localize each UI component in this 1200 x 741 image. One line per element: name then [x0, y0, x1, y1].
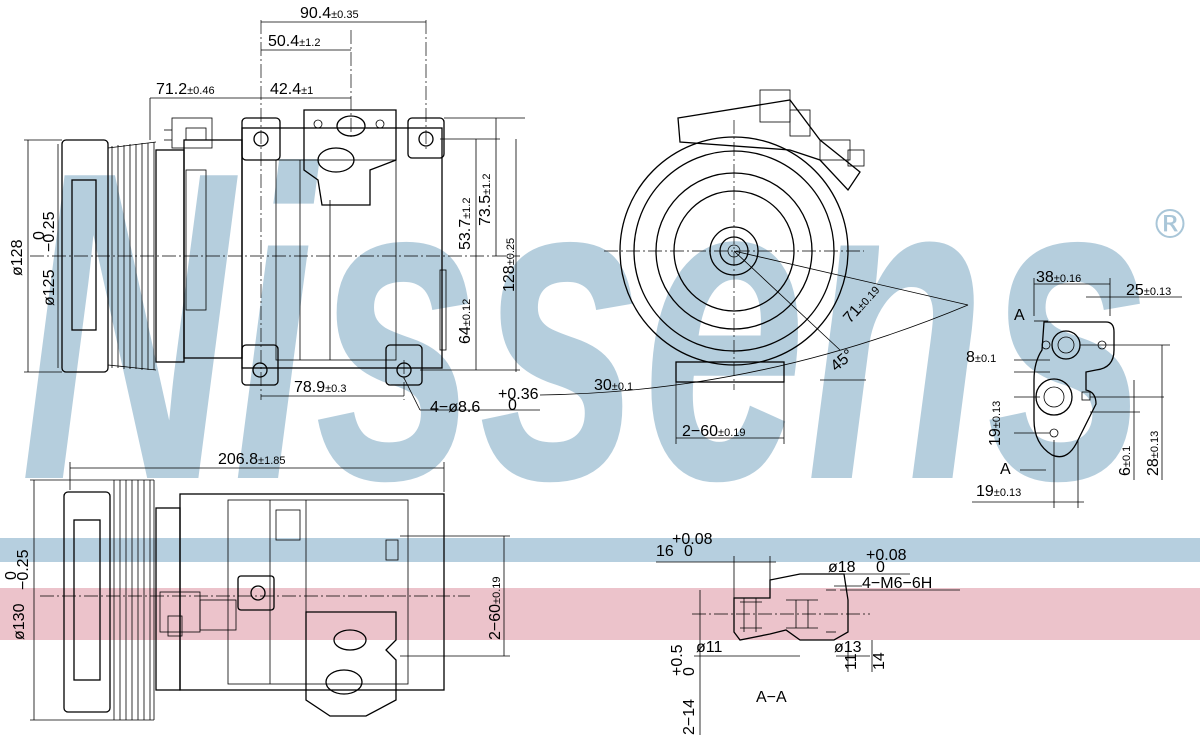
dim-hole-8-6: 4−ø8.6: [430, 399, 480, 416]
dim-dia-18: ø18: [828, 559, 856, 576]
top-view: 206.8±1.85 ø130 0 −0.25 2−60±0.19: [3, 451, 510, 721]
dim-16: 16: [656, 543, 674, 560]
dim-128: 128±0.25: [501, 238, 518, 292]
dim-hole-tol-upper: +0.36: [498, 386, 539, 403]
dim-73-5: 73.5±1.2: [477, 174, 494, 226]
dim-2-60-front: 2−60±0.19: [682, 423, 746, 440]
dim-dia-11: ø11: [696, 639, 722, 656]
dim-2-14-tol-upper: +0.5: [669, 644, 686, 676]
dim-25: 25±0.13: [1126, 282, 1171, 299]
dim-50-4: 50.4±1.2: [268, 33, 320, 50]
dim-dia-18-tol-upper: +0.08: [866, 547, 907, 564]
section-mark-a-top: A: [1014, 307, 1025, 324]
dim-2-14-tol-lower: 0: [681, 667, 698, 676]
dim-19-horizontal: 19±0.13: [976, 483, 1021, 500]
section-a-a: 16 +0.08 0 ø18 +0.08 0 4−M6−6H ø11 ø13 1…: [656, 531, 960, 735]
dim-42-4: 42.4±1: [270, 81, 313, 98]
dim-19-vertical: 19±0.13: [987, 401, 1004, 446]
dim-78-9: 78.9±0.3: [294, 379, 346, 396]
dim-16-tol-lower: 0: [684, 543, 693, 560]
dim-71-2: 71.2±0.46: [156, 81, 215, 98]
dim-28: 28±0.13: [1145, 431, 1162, 476]
dim-dia-125-tol-lower: −0.25: [41, 211, 58, 252]
watermark: Nissens ®: [0, 81, 1200, 640]
section-mark-a-bottom: A: [1000, 461, 1011, 478]
dim-4-m6-6h: 4−M6−6H: [862, 575, 932, 592]
dim-dia-13: ø13: [834, 639, 862, 656]
watermark-band-blue: [0, 538, 1200, 562]
dim-dia-130-tol-lower: −0.25: [15, 549, 32, 590]
side-view: 90.4±0.35 50.4±1.2 71.2±0.46 42.4±1 53.7…: [9, 5, 540, 416]
dim-64: 64±0.12: [457, 299, 474, 344]
watermark-logo: Nissens: [20, 81, 1150, 572]
dim-206-8: 206.8±1.85: [218, 451, 286, 468]
dim-30: 30±0.1: [594, 377, 633, 394]
dim-2-14: 2−14: [681, 699, 698, 735]
dim-53-7: 53.7±1.2: [457, 198, 474, 250]
dim-14: 14: [871, 652, 888, 670]
dim-38: 38±0.16: [1036, 269, 1081, 286]
dim-dia-130-tol-upper: 0: [3, 571, 20, 580]
dim-dia-128: ø128: [9, 239, 26, 276]
dim-hole-tol-lower: 0: [508, 397, 517, 414]
section-label: A−A: [756, 689, 787, 706]
port-flange-view: 38±0.16 25±0.13 A 8±0.1 19±0.13 6±0.1 28…: [966, 269, 1182, 508]
dim-2-60-top: 2−60±0.19: [487, 577, 504, 641]
dim-dia-125: ø125: [41, 269, 58, 306]
dim-90-4: 90.4±0.35: [300, 5, 359, 22]
watermark-registered-mark: ®: [1150, 202, 1190, 248]
dim-dia-125-tol-upper: 0: [31, 231, 48, 240]
dim-6: 6±0.1: [1117, 446, 1134, 476]
dim-dia-130: ø130: [11, 603, 28, 640]
dim-8: 8±0.1: [966, 349, 996, 366]
dim-11: 11: [843, 653, 860, 670]
dim-dia-18-tol-lower: 0: [876, 559, 885, 576]
dim-16-tol-upper: +0.08: [672, 531, 713, 548]
